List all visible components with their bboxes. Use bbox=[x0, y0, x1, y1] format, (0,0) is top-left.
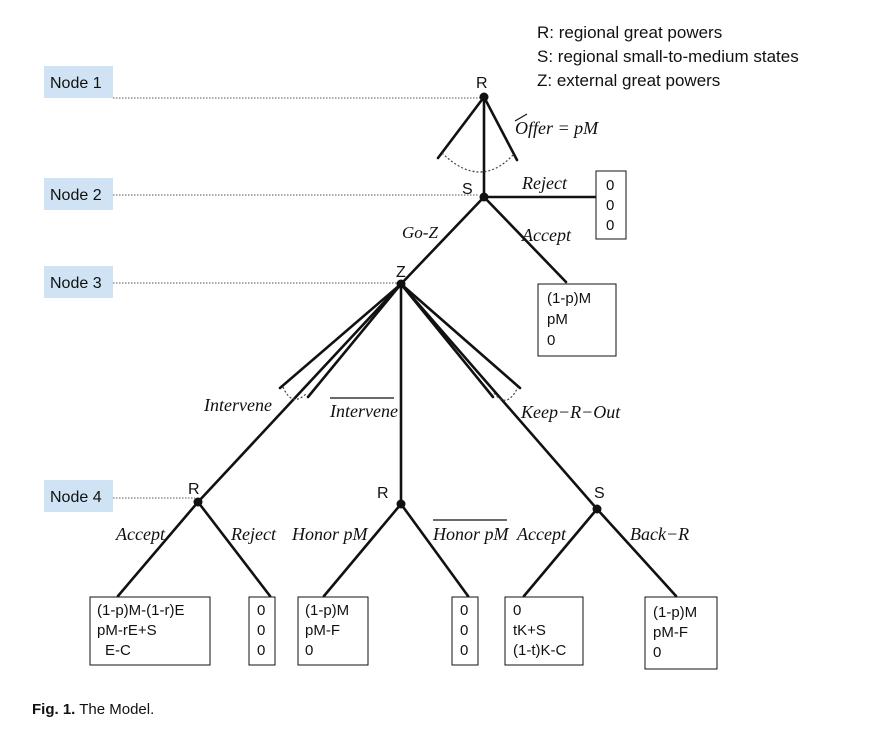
svg-text:Node 3: Node 3 bbox=[50, 275, 102, 292]
payoff-3: (1-p)M pM-F 0 bbox=[297, 596, 369, 666]
edge-go-z bbox=[399, 195, 486, 286]
player-node4-mid: R bbox=[377, 485, 389, 502]
node-dot-4-left bbox=[193, 497, 203, 507]
legend-z: Z: external great powers bbox=[537, 71, 720, 90]
svg-text:0: 0 bbox=[606, 177, 614, 194]
node-label-4: Node 4 bbox=[44, 480, 113, 512]
node-label-2: Node 2 bbox=[44, 178, 113, 210]
move-labels: Offer = pM Reject Accept Go-Z Intervene … bbox=[115, 113, 689, 544]
edge-keep-r-out bbox=[399, 282, 599, 511]
choice-arcs bbox=[282, 152, 519, 401]
label-accept-right: Accept bbox=[516, 524, 567, 544]
label-intervene: Intervene bbox=[203, 395, 272, 415]
payoff-5: 0 tK+S (1-t)K-C bbox=[504, 596, 584, 666]
label-reject: Reject bbox=[521, 173, 568, 193]
payoff-2: 0 0 0 bbox=[248, 596, 276, 666]
svg-text:Node 2: Node 2 bbox=[50, 187, 102, 204]
edge-reject-left bbox=[196, 500, 272, 598]
edge-intervene-fan-b bbox=[306, 282, 403, 399]
label-keep-r-out: Keep−R−Out bbox=[520, 402, 621, 422]
player-node4-left: R bbox=[188, 481, 200, 498]
player-root: R bbox=[476, 75, 488, 92]
svg-text:Node 1: Node 1 bbox=[50, 75, 102, 92]
payoff-4: 0 0 0 bbox=[451, 596, 479, 666]
svg-text:Node 4: Node 4 bbox=[50, 489, 102, 506]
payoff-6: (1-p)M pM-F 0 bbox=[644, 596, 718, 670]
label-honor-pm: Honor pM bbox=[291, 524, 369, 544]
payoff-1: (1-p)M-(1-r)E pM-rE+S E-C bbox=[89, 596, 211, 666]
label-offer: Offer = pM bbox=[515, 118, 599, 138]
svg-text:0: 0 bbox=[460, 642, 468, 659]
node-label-3: Node 3 bbox=[44, 266, 113, 298]
node-label-1: Node 1 bbox=[44, 66, 113, 98]
svg-text:pM-F: pM-F bbox=[305, 622, 340, 639]
svg-text:pM-F: pM-F bbox=[653, 624, 688, 641]
edge-offer-left bbox=[436, 95, 486, 160]
edge-honor-pm bbox=[322, 502, 403, 598]
svg-text:0: 0 bbox=[257, 602, 265, 619]
svg-text:0: 0 bbox=[460, 622, 468, 639]
edge-not-honor-pm bbox=[399, 502, 470, 598]
legend-s: S: regional small-to-medium states bbox=[537, 47, 799, 66]
node-dot-1 bbox=[479, 92, 489, 102]
label-accept-left: Accept bbox=[115, 524, 166, 544]
edge-back-r bbox=[595, 507, 678, 598]
player-node3: Z bbox=[396, 264, 406, 281]
edge-accept bbox=[482, 195, 568, 284]
legend-r: R: regional great powers bbox=[537, 23, 722, 42]
label-go-z: Go-Z bbox=[402, 223, 438, 242]
payoff-reject-s: 0 0 0 bbox=[595, 170, 627, 240]
label-not-intervene: Intervene bbox=[329, 401, 398, 421]
svg-text:E-C: E-C bbox=[105, 642, 131, 659]
svg-text:(1-t)K-C: (1-t)K-C bbox=[513, 642, 566, 659]
figure-caption-text: The Model. bbox=[75, 701, 155, 718]
edge-accept-left bbox=[116, 500, 200, 598]
arc-intervene bbox=[282, 386, 308, 400]
arc-offer bbox=[441, 152, 514, 173]
node-dot-4-mid bbox=[396, 499, 406, 509]
edge-intervene-fan-a bbox=[278, 282, 403, 390]
svg-text:(1-p)M-(1-r)E: (1-p)M-(1-r)E bbox=[97, 602, 185, 619]
node-dot-4-right bbox=[592, 504, 602, 514]
svg-text:(1-p)M: (1-p)M bbox=[305, 602, 349, 619]
svg-text:0: 0 bbox=[606, 217, 614, 234]
svg-text:tK+S: tK+S bbox=[513, 622, 546, 639]
tree-edges bbox=[116, 95, 678, 598]
svg-text:0: 0 bbox=[305, 642, 313, 659]
figure-caption-label: Fig. 1. bbox=[32, 701, 76, 718]
node-dot-2 bbox=[479, 192, 489, 202]
node-dot-3 bbox=[396, 279, 406, 289]
svg-text:0: 0 bbox=[513, 602, 521, 619]
svg-text:0: 0 bbox=[460, 602, 468, 619]
player-labels: R S Z R R S bbox=[188, 75, 605, 502]
leader-lines bbox=[113, 97, 480, 499]
legend: R: regional great powers S: regional sma… bbox=[537, 23, 799, 90]
edge-intervene bbox=[196, 282, 403, 504]
payoff-accept-s: (1-p)M pM 0 bbox=[537, 283, 617, 357]
arc-keep-r-out bbox=[493, 386, 519, 401]
svg-text:pM: pM bbox=[547, 311, 568, 328]
label-accept: Accept bbox=[521, 225, 572, 245]
svg-text:pM-rE+S: pM-rE+S bbox=[97, 622, 157, 639]
node-dots bbox=[193, 92, 602, 514]
svg-text:0: 0 bbox=[653, 644, 661, 661]
label-not-honor-pm: Honor pM bbox=[432, 524, 510, 544]
edge-accept-right bbox=[522, 507, 599, 598]
svg-text:(1-p)M: (1-p)M bbox=[547, 290, 591, 307]
figure-caption: Fig. 1. The Model. bbox=[32, 701, 154, 718]
player-node4-right: S bbox=[594, 485, 605, 502]
label-reject-left: Reject bbox=[230, 524, 277, 544]
svg-text:0: 0 bbox=[257, 622, 265, 639]
offer-tick bbox=[514, 113, 528, 122]
edge-keep-fan-a bbox=[399, 282, 522, 390]
edge-offer-right bbox=[482, 95, 519, 162]
label-back-r: Back−R bbox=[630, 524, 689, 544]
svg-text:(1-p)M: (1-p)M bbox=[653, 604, 697, 621]
svg-text:0: 0 bbox=[606, 197, 614, 214]
player-node2: S bbox=[462, 181, 473, 198]
svg-text:0: 0 bbox=[257, 642, 265, 659]
svg-text:0: 0 bbox=[547, 332, 555, 349]
